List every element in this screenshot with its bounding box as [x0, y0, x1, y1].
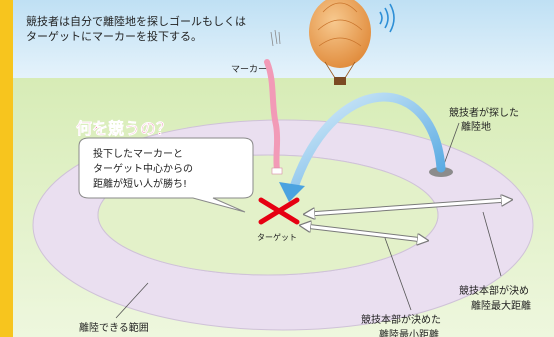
target-x-icon [258, 197, 300, 225]
competitor-site-label-line-1: 競技者が探した [449, 106, 519, 119]
max-distance-leader [482, 211, 502, 277]
wind-icon [379, 3, 395, 33]
flight-arrowhead [279, 182, 305, 202]
sky [13, 0, 554, 80]
marker-ribbon [264, 59, 281, 173]
takeoff-area-label: 離陸できる範囲 [79, 321, 149, 334]
max-distance-label-line-1: 競技本部が決め [459, 284, 529, 297]
balloon-envelope [309, 0, 371, 68]
marker-label: マーカー [231, 64, 267, 75]
min-distance-arrow [305, 226, 423, 240]
min-distance-label-line-1: 競技本部が決めた [361, 313, 441, 326]
accent-bar [0, 0, 13, 337]
intro-line-2: ターゲットにマーカーを投下する。 [26, 29, 202, 43]
balloon-ropes [324, 61, 356, 79]
marker-weight [271, 167, 283, 175]
takeoff-area-leader [115, 282, 149, 319]
scene: 競技者は自分で離陸地を探しゴールもしくは ターゲットにマーカーを投下する。 マー… [13, 0, 554, 337]
min-distance-label-line-2: 離陸最小距離 [379, 328, 439, 337]
marker-motion-lines [270, 29, 281, 47]
scene-illustration: 競技者は自分で離陸地を探しゴールもしくは ターゲットにマーカーを投下する。 マー… [13, 0, 554, 337]
launch-site-leader [442, 122, 460, 168]
max-distance-label-line-2: 離陸最大距離 [471, 299, 531, 312]
balloon-basket [334, 77, 346, 85]
flight-path-arrow [288, 92, 446, 195]
speech-bubble [78, 137, 254, 213]
max-distance-arrow [309, 200, 507, 214]
min-distance-leader [384, 237, 412, 311]
competitor-site-label-line-2: 離陸地 [461, 120, 491, 133]
callout-line-2: ターゲット中心からの [93, 162, 193, 175]
target-label: ターゲット [257, 232, 297, 242]
balloon-seams [317, 2, 363, 47]
intro-line-1: 競技者は自分で離陸地を探しゴールもしくは [26, 14, 246, 28]
callout-line-3: 距離が短い人が勝ち! [93, 177, 187, 190]
callout-line-1: 投下したマーカーと [93, 147, 183, 160]
callout-heading: 何を競うの？ [76, 119, 172, 138]
